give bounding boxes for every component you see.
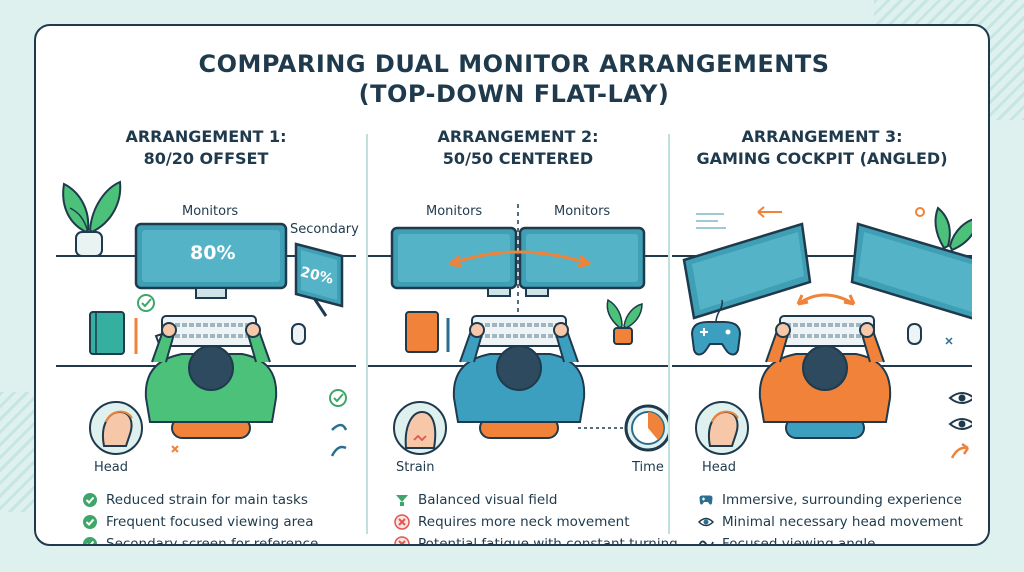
bullet-text: Secondary screen for reference <box>106 536 319 546</box>
eye-icon <box>948 392 972 404</box>
text-lines-icon <box>696 213 726 229</box>
person-icon <box>452 322 586 423</box>
bullet-text: Immersive, surrounding experience <box>722 492 962 508</box>
gamepad-icon <box>690 299 742 356</box>
bullet-2-1: Balanced visual field <box>394 490 684 510</box>
panel-2-illustration <box>368 204 668 455</box>
bullet-3-3: Focused viewing angle <box>698 534 988 546</box>
neck-strain-icon <box>393 401 447 455</box>
arrow-left-icon <box>757 206 782 218</box>
bullet-text: Potential fatigue with constant turning <box>418 536 678 546</box>
label-monitors-left: Monitors <box>426 204 483 219</box>
head-side-icon <box>89 401 143 455</box>
bullet-2-2: Requires more neck movement <box>394 512 684 532</box>
curved-arrow-icon <box>331 423 348 431</box>
balance-icon <box>396 495 408 506</box>
plant-icon <box>606 298 643 345</box>
head-side-icon <box>695 401 749 455</box>
cross-icon <box>394 536 410 544</box>
curved-arrow-icon <box>330 445 347 457</box>
panel-1-title-line2: 80/20 OFFSET <box>143 149 269 168</box>
left-angled-monitor-icon <box>682 222 812 320</box>
curved-arrow-icon <box>950 442 970 459</box>
notebook-icon <box>405 311 450 353</box>
bullet-1-2: Frequent focused viewing area <box>82 512 372 532</box>
label-head: Head <box>702 460 736 475</box>
main-monitor-icon <box>134 222 288 299</box>
mouse-icon <box>907 323 922 345</box>
sparkle-icon <box>945 337 953 345</box>
panel-1-illustration <box>56 180 356 457</box>
eye-icon <box>698 517 714 527</box>
bullet-text: Reduced strain for main tasks <box>106 492 308 508</box>
keyboard-icon <box>471 315 567 347</box>
gamepad-icon <box>699 495 713 505</box>
bullet-text: Requires more neck movement <box>418 514 630 530</box>
check-icon <box>137 294 155 312</box>
main-screen-text: 80% <box>190 242 236 264</box>
bullet-text: Frequent focused viewing area <box>106 514 314 530</box>
panel-2-title-line1: ARRANGEMENT 2: <box>437 127 599 146</box>
person-icon <box>144 322 278 423</box>
right-angled-monitor-icon <box>850 222 972 320</box>
notebook-icon <box>89 311 138 355</box>
main-title-line2: (TOP-DOWN FLAT-LAY) <box>358 80 670 108</box>
plant-icon <box>62 180 122 257</box>
infographic-card: COMPARING DUAL MONITOR ARRANGEMENTS (TOP… <box>34 24 990 546</box>
panel-arrangement-2: ARRANGEMENT 2: 50/50 CENTERED <box>368 122 678 544</box>
label-monitors: Monitors <box>182 204 239 219</box>
main-title-line1: COMPARING DUAL MONITOR ARRANGEMENTS <box>198 50 830 78</box>
bullet-text: Minimal necessary head movement <box>722 514 963 530</box>
panel-3-illustration <box>672 206 972 459</box>
bullet-1-3: Secondary screen for reference <box>82 534 372 546</box>
bullet-text: Focused viewing angle <box>722 536 876 546</box>
check-icon <box>329 389 347 407</box>
person-icon <box>758 322 892 423</box>
left-monitor-icon <box>390 226 518 297</box>
bullet-text: Balanced visual field <box>418 492 558 508</box>
label-secondary: Secondary <box>290 222 359 237</box>
panel-3-title-line2: GAMING COCKPIT (ANGLED) <box>696 149 948 168</box>
panel-1-title-line1: ARRANGEMENT 1: <box>125 127 287 146</box>
double-arrow-icon <box>449 250 591 266</box>
sparkle-icon <box>171 445 179 453</box>
label-time: Time <box>632 460 664 475</box>
panel-arrangement-1: ARRANGEMENT 1: 80/20 OFFSET <box>56 122 359 544</box>
plant-icon <box>934 206 972 252</box>
timer-icon <box>624 404 668 452</box>
check-icon <box>83 493 97 507</box>
wave-icon <box>698 540 714 544</box>
bullet-1-1: Reduced strain for main tasks <box>82 490 372 510</box>
check-icon <box>83 537 97 544</box>
label-head: Head <box>94 460 128 475</box>
check-icon <box>83 515 97 529</box>
panel-3-title-line1: ARRANGEMENT 3: <box>741 127 903 146</box>
dot-icon <box>915 207 925 217</box>
cross-icon <box>394 514 410 530</box>
mouse-icon <box>291 323 306 345</box>
bullet-3-2: Minimal necessary head movement <box>698 512 988 532</box>
panel-arrangement-3: ARRANGEMENT 3: GAMING COCKPIT (ANGLED) <box>672 122 972 544</box>
divider-left <box>366 134 368 534</box>
label-strain: Strain <box>396 460 435 475</box>
eye-icon <box>948 418 972 430</box>
bullet-3-1: Immersive, surrounding experience <box>698 490 988 510</box>
bullet-2-3: Potential fatigue with constant turning <box>394 534 684 546</box>
double-arrow-icon <box>797 293 855 306</box>
label-monitors-right: Monitors <box>554 204 611 219</box>
divider-right <box>668 134 670 534</box>
panel-2-title-line2: 50/50 CENTERED <box>442 149 594 168</box>
secondary-monitor-icon <box>294 242 344 317</box>
